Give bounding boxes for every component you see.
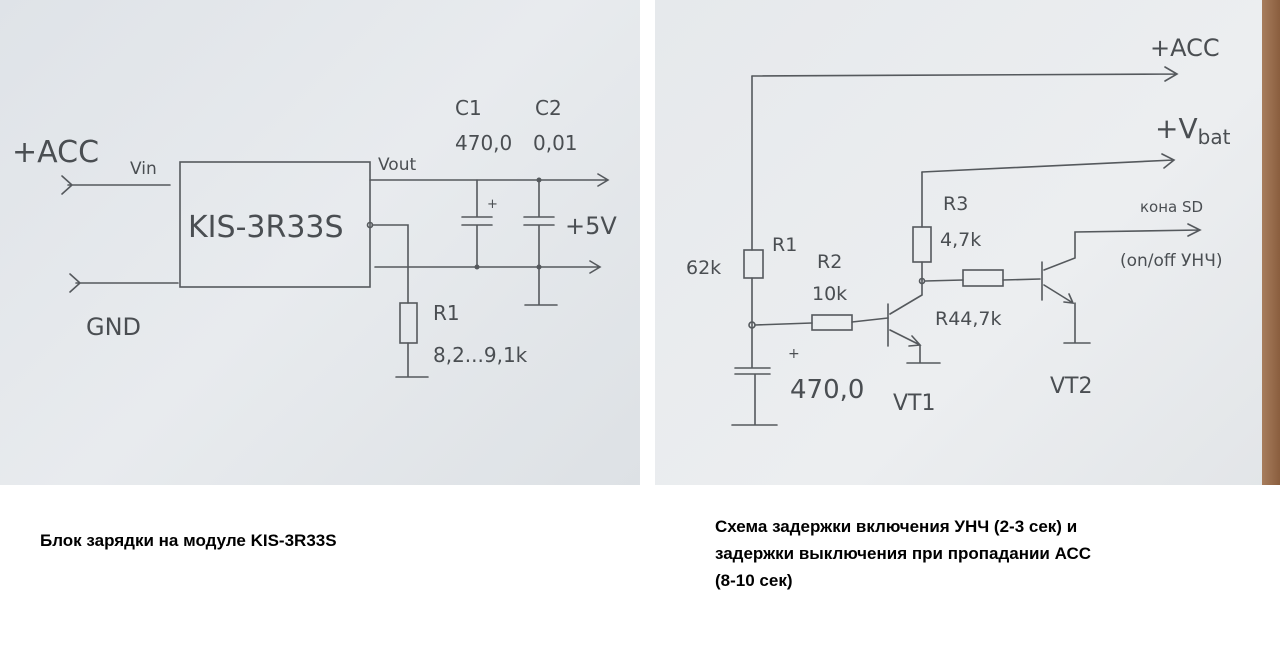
vt2-transistor — [1041, 223, 1202, 344]
acc-label: +ACC — [12, 135, 99, 170]
vbat-rail — [921, 153, 1176, 173]
cap-plus: + — [788, 346, 800, 362]
caption-left: Блок зарядки на модуле KIS-3R33S — [40, 531, 337, 550]
gnd-input-wire — [69, 273, 179, 293]
c1-value: 470,0 — [455, 131, 512, 155]
negative-output-rail — [374, 260, 602, 274]
table-edge — [1262, 0, 1280, 485]
r1-resistor — [399, 302, 418, 344]
r1-value: 8,2...9,1k — [433, 343, 528, 367]
r1-value: 62k — [686, 257, 721, 279]
output-description: (on/off УНЧ) — [1120, 251, 1222, 271]
cap-value: 470,0 — [790, 375, 864, 405]
acc-label: +ACC — [1150, 34, 1220, 62]
vt2-label: VT2 — [1050, 374, 1093, 399]
photo-charger-schematic: +ACC Vin GND KIS-3R33S Vout + C1 470,0 C… — [0, 0, 640, 485]
positive-output-rail — [369, 173, 610, 187]
vin-label: Vin — [130, 159, 157, 179]
module-label: KIS-3R33S — [188, 210, 344, 245]
c1-plus: + — [487, 197, 498, 212]
r3-value: 4,7k — [940, 229, 981, 251]
c2-value: 0,01 — [533, 131, 578, 155]
r1-wire — [371, 224, 429, 378]
r2-wire — [754, 317, 889, 326]
r4-wire — [924, 278, 1041, 282]
charger-schematic: +ACC Vin GND KIS-3R33S Vout + C1 470,0 C… — [12, 96, 617, 378]
c2-name: C2 — [535, 96, 562, 120]
r1-name: R1 — [772, 234, 797, 256]
caption-right-line: Схема задержки включения УНЧ (2-3 сек) и — [715, 517, 1078, 536]
output-name: кона SD — [1140, 198, 1203, 216]
output-voltage-label: +5V — [565, 212, 617, 240]
c1-capacitor — [461, 179, 493, 268]
module-box — [179, 161, 371, 288]
timing-network-wire — [731, 75, 778, 426]
photo-delay-schematic: +ACC +Vbat 62k R1 + 470,0 R2 10k VT1 R3 … — [655, 0, 1280, 485]
delay-schematic: +ACC +Vbat 62k R1 + 470,0 R2 10k VT1 R3 … — [686, 34, 1231, 426]
r3-name: R3 — [943, 193, 968, 215]
vbat-label: +Vbat — [1155, 112, 1231, 149]
caption-right: Схема задержки включения УНЧ (2-3 сек) и… — [715, 513, 1091, 594]
vt1-transistor — [887, 279, 941, 364]
vt1-label: VT1 — [893, 391, 936, 416]
r1-resistor — [743, 249, 764, 279]
r4-resistor — [962, 269, 1004, 287]
r3-resistor — [912, 226, 932, 263]
r4-label: R44,7k — [935, 308, 1002, 330]
caption-right-line: (8-10 сек) — [715, 571, 793, 590]
r2-name: R2 — [817, 251, 842, 273]
acc-rail — [751, 66, 1179, 82]
r2-resistor — [811, 314, 853, 331]
gnd-label: GND — [86, 313, 141, 341]
r1-name: R1 — [433, 301, 460, 325]
r2-value: 10k — [812, 283, 847, 305]
caption-right-line: задержки выключения при пропадании АСС — [715, 544, 1091, 563]
vout-label: Vout — [378, 155, 416, 175]
c1-name: C1 — [455, 96, 482, 120]
c2-capacitor — [523, 179, 558, 306]
acc-input-wire — [61, 175, 171, 195]
